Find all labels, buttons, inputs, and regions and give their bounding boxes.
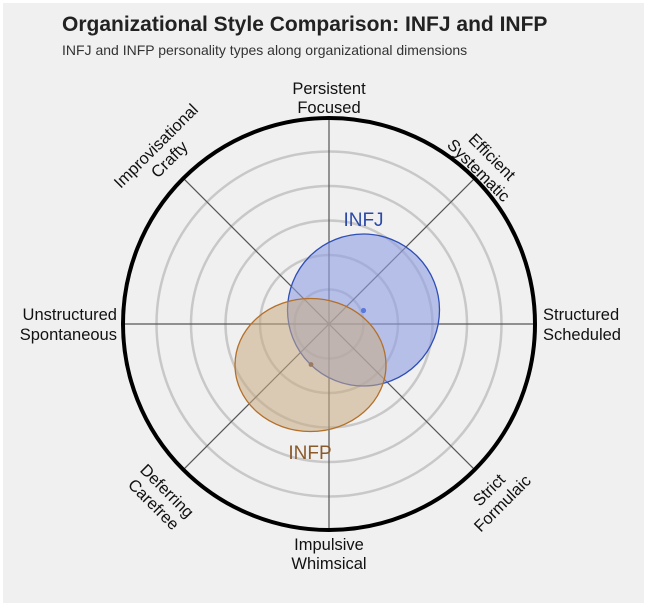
infp-label: INFP [288, 443, 331, 464]
svg-text:Whimsical: Whimsical [291, 555, 366, 573]
svg-text:Spontaneous: Spontaneous [20, 326, 117, 344]
infj-label: INFJ [343, 210, 383, 231]
axis-label-bottom-right: Strict Formulaic [470, 470, 535, 535]
infp-center-dot [308, 362, 314, 367]
axis-label-top: Persistent Focused [292, 80, 366, 117]
axis-label-top-left: Improvisational Crafty [111, 101, 202, 192]
chart-subtitle: INFJ and INFP personality types along or… [62, 42, 468, 58]
axis-label-bottom: Impulsive Whimsical [291, 536, 366, 573]
series-infp [234, 297, 387, 433]
svg-text:Structured: Structured [543, 306, 619, 324]
axis-label-left: Unstructured Spontaneous [20, 306, 117, 344]
outer-ring [121, 116, 537, 532]
svg-text:Persistent: Persistent [292, 80, 366, 98]
svg-text:Scheduled: Scheduled [543, 326, 621, 344]
svg-text:Impulsive: Impulsive [294, 536, 364, 554]
chart-title: Organizational Style Comparison: INFJ an… [62, 13, 548, 36]
axis-label-right: Structured Scheduled [543, 306, 621, 344]
svg-text:Unstructured: Unstructured [23, 306, 117, 324]
svg-text:Focused: Focused [297, 99, 360, 117]
infj-center-dot [360, 307, 367, 314]
